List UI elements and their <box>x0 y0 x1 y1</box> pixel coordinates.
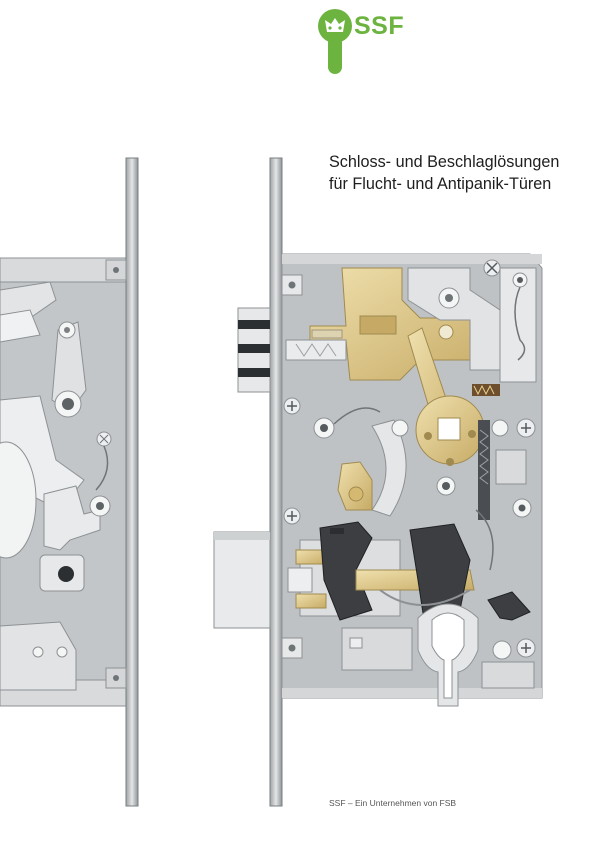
lock-mechanism-icon <box>0 157 543 807</box>
logo-mark-icon <box>318 9 352 74</box>
footer-text: SSF – Ein Unternehmen von FSB <box>329 798 457 808</box>
logo-text: SSF <box>354 12 405 40</box>
title-line-1: Schloss- und Beschlaglösungen <box>329 153 560 171</box>
lock-illustration <box>0 150 560 810</box>
ssf-logo <box>318 8 410 76</box>
title-line-2: für Flucht- und Antipanik-Türen <box>329 175 552 193</box>
page-title: Schloss- und Beschlaglösungen für Flucht… <box>329 151 599 195</box>
